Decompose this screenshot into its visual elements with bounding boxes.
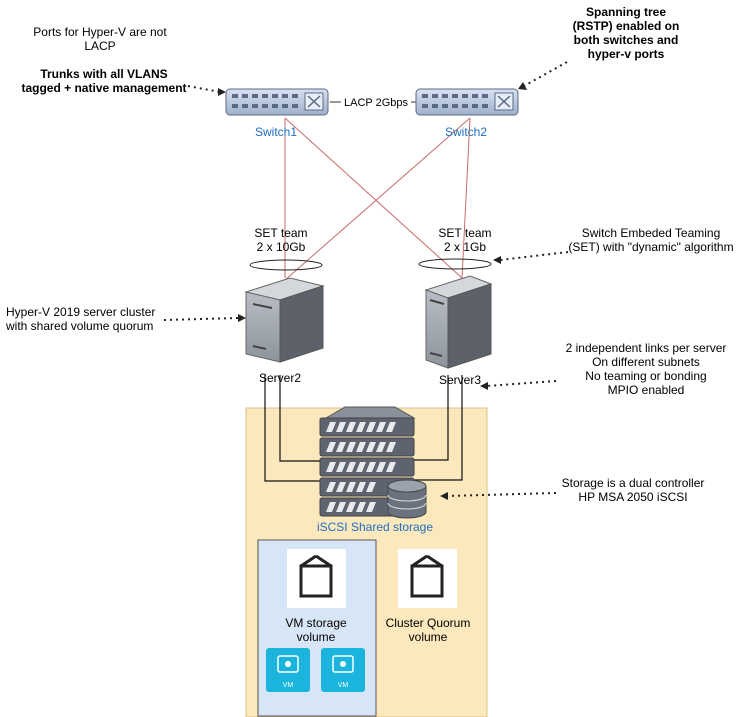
- vm-tile-1-icon[interactable]: VM: [266, 648, 310, 692]
- arrow-heads: [218, 82, 527, 500]
- database-icon: [387, 479, 427, 519]
- switch1-label: Switch1: [254, 125, 298, 139]
- cluster-quorum-volume-icon[interactable]: [398, 549, 457, 608]
- set-team-left-ellipse: [249, 259, 323, 271]
- server3-icon[interactable]: [424, 275, 493, 369]
- set-team-right-ellipse: [418, 258, 492, 270]
- vm-tile-2-label: VM: [338, 682, 349, 689]
- vm-tile-2-icon[interactable]: VM: [321, 648, 365, 692]
- storage-label: iSCSI Shared storage: [316, 520, 434, 534]
- vm-tile-1-label: VM: [283, 682, 294, 689]
- switch-server-links: [284, 117, 471, 281]
- server3-label: Server3: [438, 373, 482, 387]
- server2-label: Server2: [258, 371, 302, 385]
- note-switch-embedded: Switch Embeded Teaming(SET) with "dynami…: [568, 226, 734, 254]
- switch1-icon[interactable]: [225, 88, 329, 116]
- server2-icon[interactable]: [244, 277, 325, 363]
- switch2-icon[interactable]: [415, 88, 519, 116]
- iscsi-storage-icon[interactable]: [319, 406, 427, 519]
- annotation-arrows: [163, 61, 569, 497]
- switch2-label: Switch2: [444, 125, 488, 139]
- vm-storage-volume-icon[interactable]: [287, 549, 346, 608]
- server-storage-links: [264, 375, 463, 482]
- lacp-label: LACP 2Gbps: [341, 96, 411, 110]
